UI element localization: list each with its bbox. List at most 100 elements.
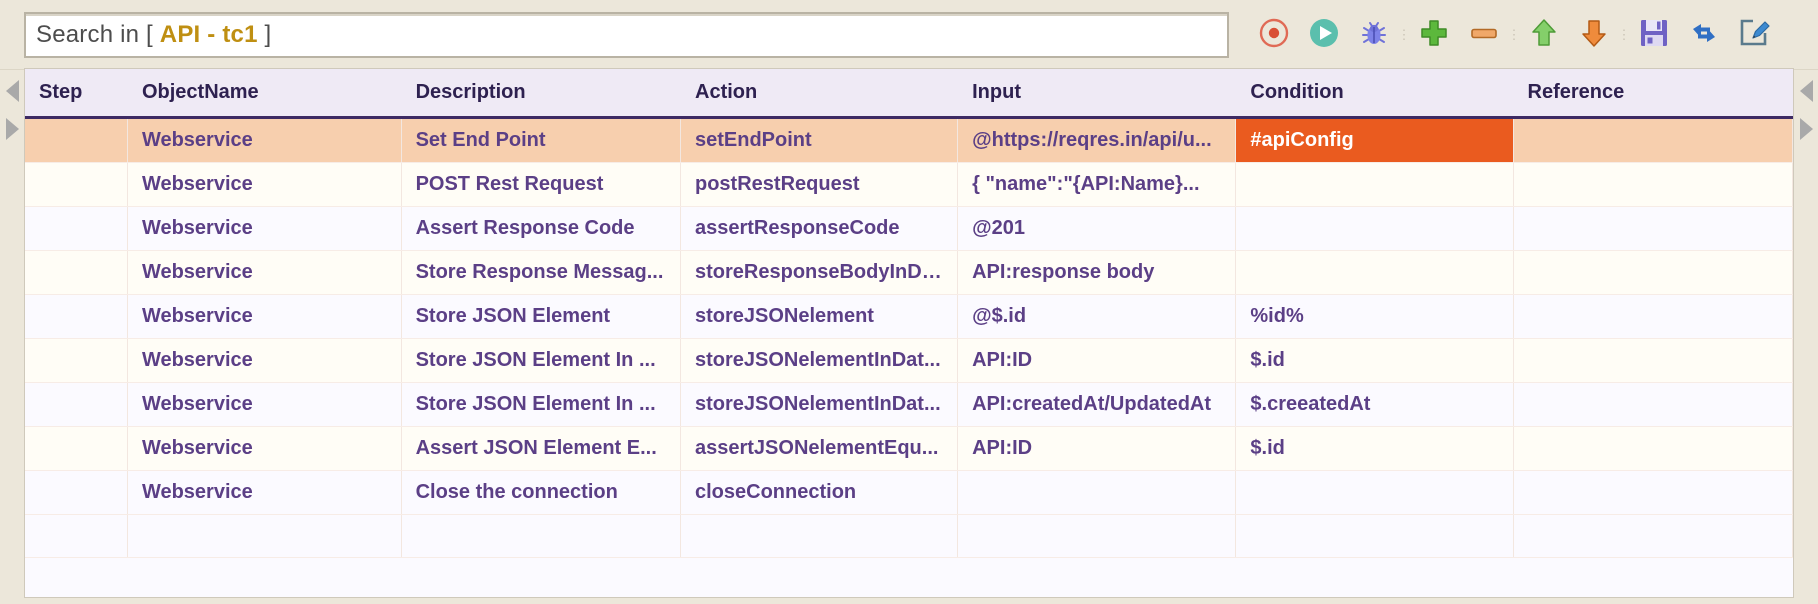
save-button[interactable] [1629, 12, 1679, 58]
scroll-right-icon[interactable] [1799, 118, 1813, 140]
cell-reference[interactable] [1513, 470, 1793, 515]
cell-description[interactable]: Store JSON Element In ... [401, 382, 682, 427]
cell-description[interactable]: Store JSON Element [401, 294, 682, 339]
column-header-objectname[interactable]: ObjectName [127, 69, 402, 119]
cell-objectname[interactable]: Webservice [127, 206, 402, 251]
cell-action[interactable]: storeJSONelementInDat... [680, 382, 959, 427]
cell-step[interactable] [25, 338, 128, 383]
cell-input[interactable]: @$.id [957, 294, 1237, 339]
cell-condition[interactable] [1235, 206, 1514, 251]
cell-condition[interactable]: #apiConfig [1235, 117, 1514, 163]
cell-reference[interactable] [1513, 426, 1793, 471]
cell-objectname[interactable]: Webservice [127, 470, 402, 515]
cell-description[interactable]: Set End Point [401, 117, 682, 163]
cell-reference[interactable] [1513, 382, 1793, 427]
cell-input[interactable]: API:createdAt/UpdatedAt [957, 382, 1237, 427]
cell-reference[interactable] [1513, 294, 1793, 339]
cell-reference[interactable] [1513, 338, 1793, 383]
cell-step[interactable] [25, 117, 128, 163]
cell-reference[interactable] [1513, 117, 1793, 163]
cell-step[interactable] [25, 206, 128, 251]
move-up-button[interactable] [1519, 12, 1569, 58]
empty-cell[interactable] [1235, 514, 1514, 558]
cell-step[interactable] [25, 250, 128, 295]
cell-input[interactable]: API:response body [957, 250, 1237, 295]
cell-condition[interactable]: $.creeatedAt [1235, 382, 1514, 427]
cell-description[interactable]: Store Response Messag... [401, 250, 682, 295]
refresh-button[interactable] [1679, 12, 1729, 58]
column-header-step[interactable]: Step [25, 69, 128, 119]
cell-description[interactable]: Close the connection [401, 470, 682, 515]
cell-reference[interactable] [1513, 250, 1793, 295]
cell-action[interactable]: storeJSONelement [680, 294, 959, 339]
edit-button[interactable] [1729, 12, 1779, 58]
cell-action[interactable]: storeJSONelementInDat... [680, 338, 959, 383]
column-header-action[interactable]: Action [680, 69, 959, 119]
cell-step[interactable] [25, 162, 128, 207]
empty-cell[interactable] [401, 514, 682, 558]
cell-action[interactable]: postRestRequest [680, 162, 959, 207]
cell-objectname[interactable]: Webservice [127, 382, 402, 427]
empty-cell[interactable] [127, 514, 402, 558]
cell-action[interactable]: setEndPoint [680, 117, 959, 163]
scroll-left-icon[interactable] [5, 80, 19, 102]
search-input[interactable]: Search in [ API - tc1 ] [24, 11, 1229, 58]
remove-step-button[interactable] [1459, 12, 1509, 58]
cell-input[interactable] [957, 470, 1237, 515]
cell-reference[interactable] [1513, 206, 1793, 251]
run-button[interactable] [1299, 12, 1349, 58]
cell-objectname[interactable]: Webservice [127, 294, 402, 339]
scroll-left-icon[interactable] [1799, 80, 1813, 102]
cell-step[interactable] [25, 382, 128, 427]
cell-objectname[interactable]: Webservice [127, 250, 402, 295]
cell-objectname[interactable]: Webservice [127, 162, 402, 207]
empty-row[interactable] [25, 514, 1793, 558]
column-header-reference[interactable]: Reference [1513, 69, 1793, 119]
add-step-button[interactable] [1409, 12, 1459, 58]
cell-condition[interactable]: $.id [1235, 338, 1514, 383]
debug-button[interactable] [1349, 12, 1399, 58]
cell-input[interactable]: @https://reqres.in/api/u... [957, 117, 1237, 163]
cell-action[interactable]: storeResponseBodyInDa... [680, 250, 959, 295]
empty-cell[interactable] [957, 514, 1237, 558]
empty-cell[interactable] [25, 514, 128, 558]
cell-input[interactable]: API:ID [957, 426, 1237, 471]
cell-input[interactable]: @201 [957, 206, 1237, 251]
cell-condition[interactable] [1235, 250, 1514, 295]
cell-condition[interactable]: $.id [1235, 426, 1514, 471]
cell-step[interactable] [25, 294, 128, 339]
cell-objectname[interactable]: Webservice [127, 117, 402, 163]
cell-step[interactable] [25, 426, 128, 471]
test-steps-grid[interactable]: Step ObjectName Description Action Input… [24, 68, 1794, 598]
column-header-description[interactable]: Description [401, 69, 682, 119]
cell-action[interactable]: assertJSONelementEqu... [680, 426, 959, 471]
scroll-right-icon[interactable] [5, 118, 19, 140]
cell-input[interactable]: API:ID [957, 338, 1237, 383]
move-down-button[interactable] [1569, 12, 1619, 58]
cell-description[interactable]: Assert Response Code [401, 206, 682, 251]
cell-input[interactable]: { "name":"{API:Name}... [957, 162, 1237, 207]
empty-cell[interactable] [1513, 514, 1793, 558]
cell-action[interactable]: assertResponseCode [680, 206, 959, 251]
cell-objectname[interactable]: Webservice [127, 426, 402, 471]
cell-objectname[interactable]: Webservice [127, 338, 402, 383]
column-header-input[interactable]: Input [957, 69, 1237, 119]
cell-description[interactable]: POST Rest Request [401, 162, 682, 207]
cell-condition[interactable] [1235, 470, 1514, 515]
column-header-condition[interactable]: Condition [1235, 69, 1514, 119]
cell-condition[interactable]: %id% [1235, 294, 1514, 339]
cell-action[interactable]: closeConnection [680, 470, 959, 515]
cell-step[interactable] [25, 470, 128, 515]
empty-cell[interactable] [680, 514, 959, 558]
cell-condition[interactable] [1235, 162, 1514, 207]
cell-description[interactable]: Store JSON Element In ... [401, 338, 682, 383]
